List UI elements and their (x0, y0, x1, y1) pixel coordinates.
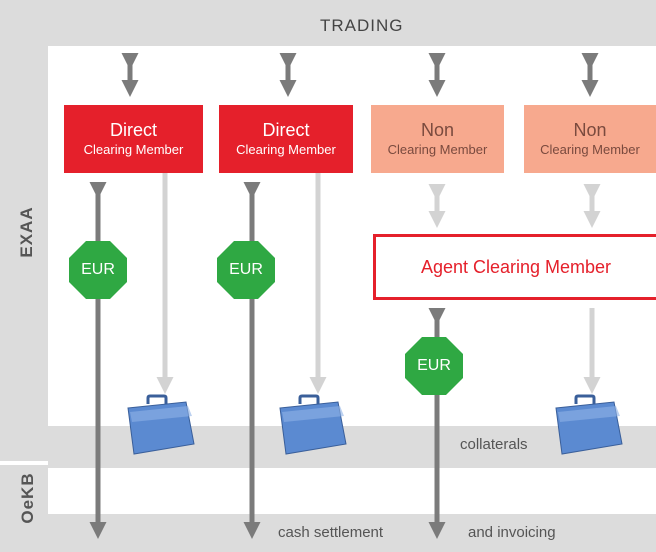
oekb-inner-area (48, 468, 656, 514)
member-role: Clearing Member (540, 142, 640, 157)
eur-badge-3: EUR (405, 337, 463, 395)
invoicing-label: and invoicing (468, 524, 556, 541)
octagon-badge-icon (217, 241, 275, 299)
octagon-badge-icon (405, 337, 463, 395)
trading-band-label: TRADING (320, 16, 404, 35)
briefcase-icon (127, 394, 195, 455)
member-type: Non (573, 120, 607, 140)
eur-badge-label: EUR (417, 357, 451, 374)
octagon-badge-icon (69, 241, 127, 299)
member-type: Non (420, 120, 455, 140)
briefcase-icon (555, 394, 623, 455)
non-clearing-member-1: Non Clearing Member (371, 105, 504, 173)
member-type: Direct (262, 120, 310, 140)
settlement-band (48, 514, 656, 552)
member-type: Direct (109, 120, 157, 140)
non-clearing-member-2: Non Clearing Member (524, 105, 656, 173)
member-role: Clearing Member (387, 142, 488, 157)
direct-clearing-member-2: Direct Clearing Member (219, 105, 353, 173)
eur-badge-label: EUR (81, 261, 115, 278)
member-role: Clearing Member (236, 142, 336, 157)
briefcase-icon (279, 394, 347, 455)
agent-label: Agent Clearing Member (420, 256, 612, 277)
eur-badge-label: EUR (229, 261, 263, 278)
eur-badge-2: EUR (217, 241, 275, 299)
cash-settlement-label: cash settlement (278, 524, 384, 541)
collaterals-label: collaterals (460, 436, 528, 453)
direct-clearing-member-1: Direct Clearing Member (64, 105, 203, 173)
agent-clearing-member: Agent Clearing Member (373, 234, 656, 300)
eur-badge-1: EUR (69, 241, 127, 299)
member-role: Clearing Member (83, 142, 184, 157)
